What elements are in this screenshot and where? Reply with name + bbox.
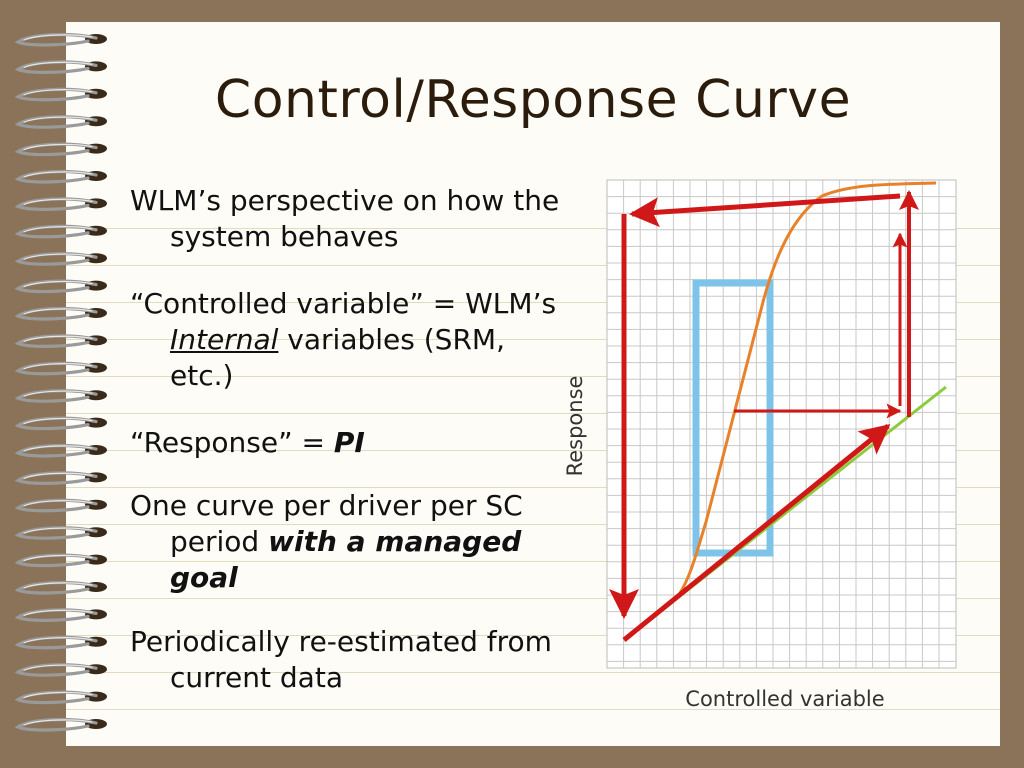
bullet-text: variables (SRM, etc.) (170, 323, 505, 392)
spiral-ring (14, 87, 107, 102)
x-axis-label: Controlled variable (685, 687, 884, 711)
spiral-ring (14, 306, 107, 321)
spiral-ring (14, 690, 107, 705)
spiral-ring (14, 526, 107, 540)
bullet-text: “Controlled variable” = WLM’s (130, 287, 557, 320)
bullet-item: WLM’s perspective on how the system beha… (130, 183, 570, 255)
bullet-text: One curve per driver per SC period (130, 489, 523, 558)
arrow-top-left (629, 193, 901, 228)
control-response-diagram: Response Controlled variable (563, 179, 957, 711)
spiral-ring (14, 197, 107, 211)
spiral-ring (14, 252, 107, 266)
paper-header-area (66, 22, 1000, 172)
spiral-ring (14, 60, 107, 74)
spiral-ring (14, 553, 107, 568)
bullet-item: One curve per driver per SC period with … (130, 488, 570, 596)
spiral-ring (14, 142, 107, 157)
response-curve (673, 181, 937, 601)
spiral-ring (14, 32, 107, 47)
bullet-item: “Response” = PI (130, 425, 570, 461)
spiral-ring (14, 580, 107, 595)
spiral-binding (14, 32, 107, 732)
spiral-ring (14, 115, 107, 129)
spiral-ring (14, 334, 107, 348)
bullet-text: “Response” = (130, 426, 334, 459)
bullet-emphasis: with a managed goal (170, 525, 522, 594)
bullet-text: WLM’s perspective on how the system beha… (130, 184, 560, 253)
spiral-ring (14, 443, 107, 458)
slide-title: Control/Response Curve (214, 70, 852, 130)
spiral-ring (14, 416, 107, 431)
spiral-ring (14, 635, 107, 650)
bullet-emphasis: PI (333, 426, 365, 459)
spiral-ring (14, 608, 107, 622)
bullet-text: Periodically re-estimated from current d… (130, 625, 552, 694)
spiral-ring (14, 224, 107, 239)
spiral-ring (14, 498, 107, 513)
spiral-ring (14, 717, 107, 732)
spiral-ring (14, 279, 107, 294)
y-axis-label: Response (563, 376, 587, 477)
bullet-list: WLM’s perspective on how the system beha… (130, 183, 570, 727)
bullet-item: Periodically re-estimated from current d… (130, 624, 570, 696)
spiral-ring (14, 361, 107, 376)
bullet-emphasis: Internal (170, 323, 279, 356)
spiral-ring (14, 169, 107, 184)
plot-grid (607, 180, 956, 668)
arrow-tangent (622, 424, 891, 642)
spiral-ring (14, 471, 107, 485)
bullet-item: “Controlled variable” = WLM’s Internal v… (130, 286, 570, 394)
spiral-ring (14, 389, 107, 403)
spiral-ring (14, 663, 107, 677)
